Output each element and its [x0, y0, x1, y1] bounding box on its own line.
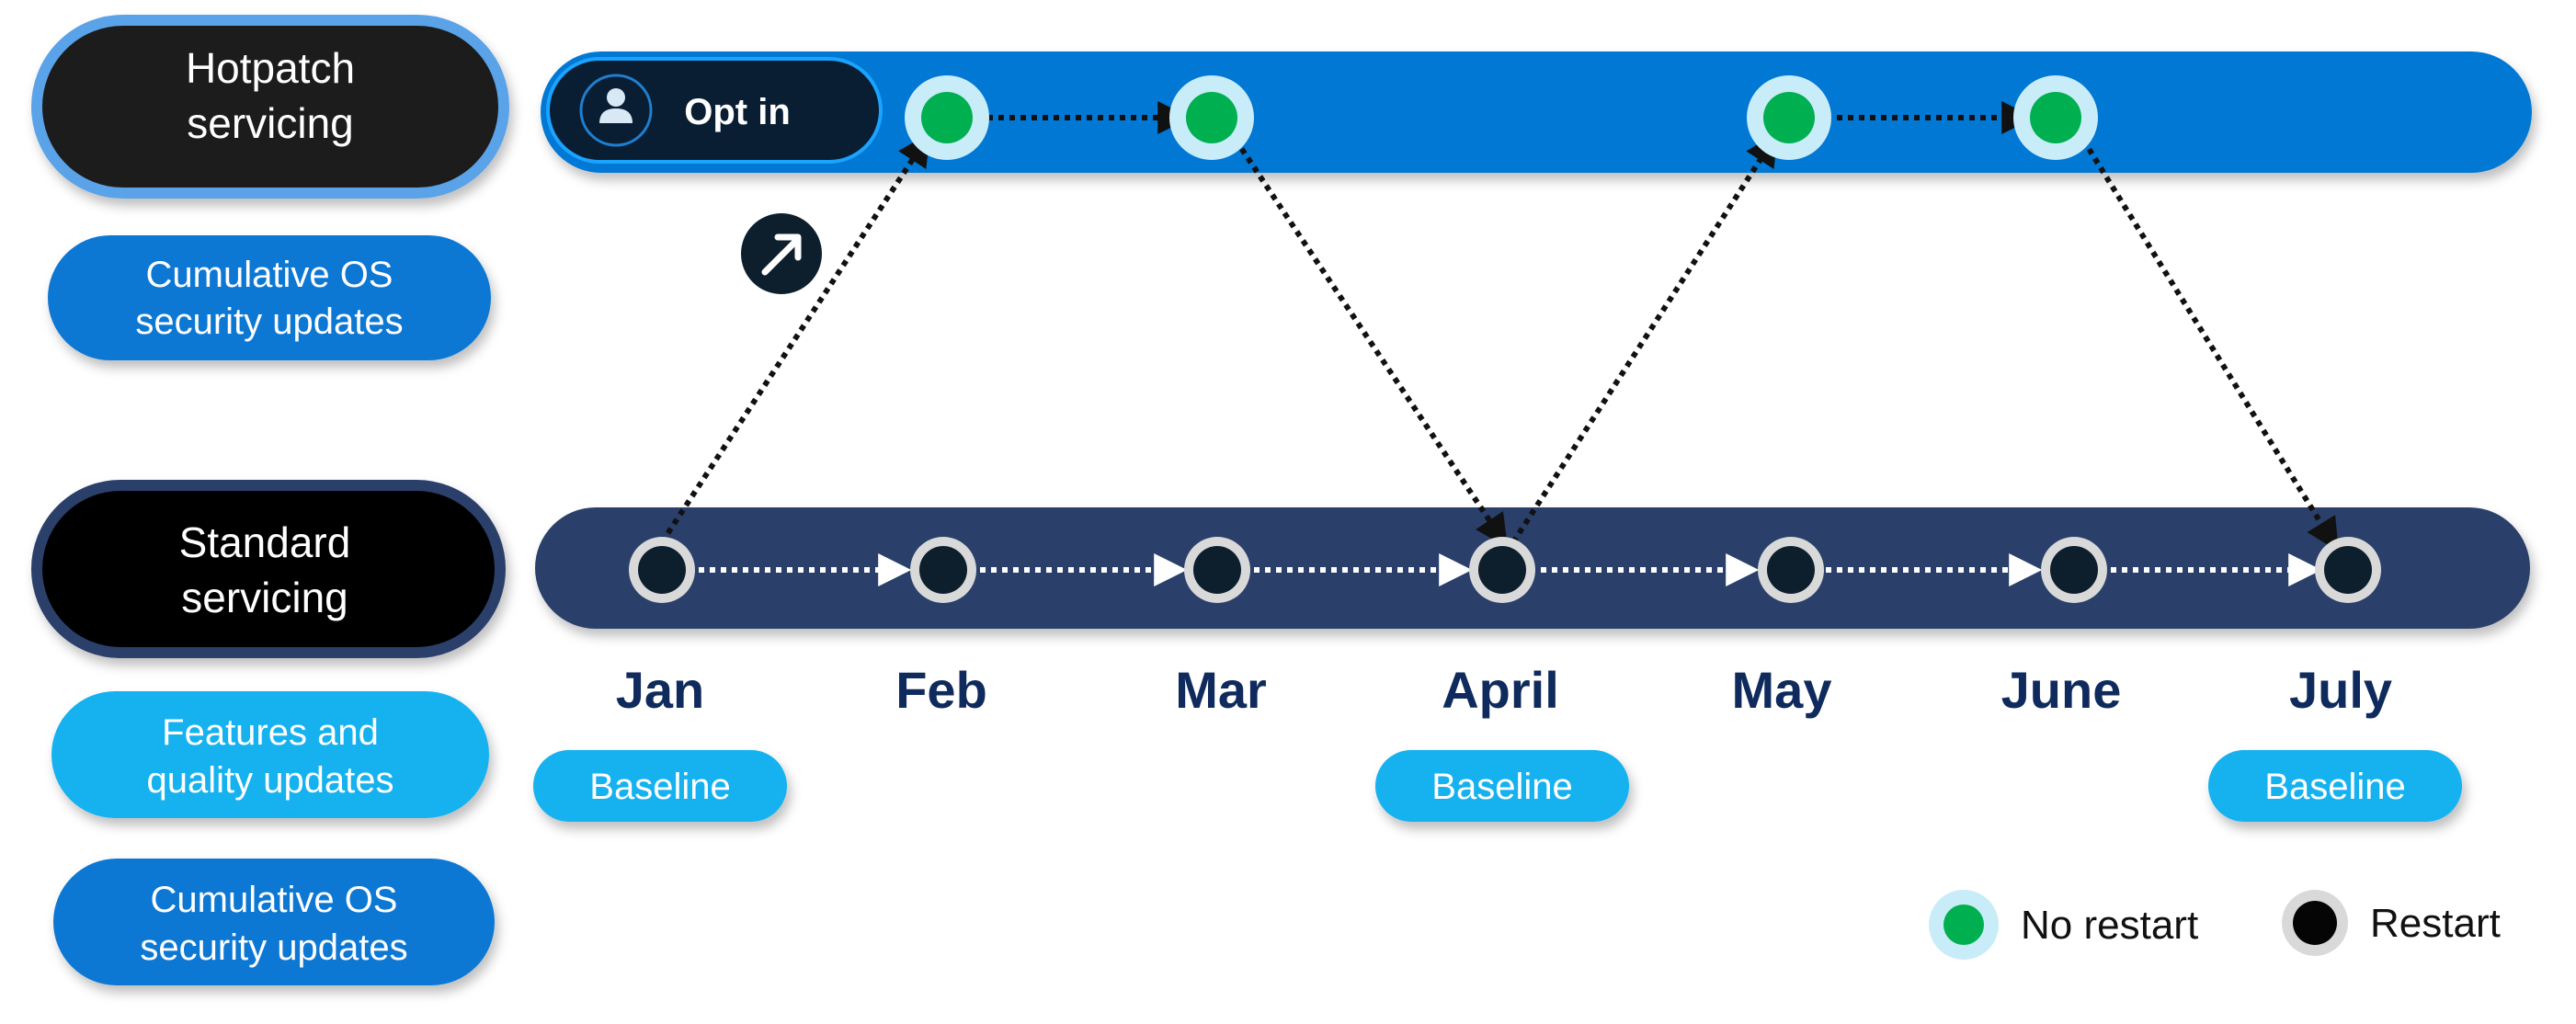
- restart-node-may: [1758, 537, 1824, 603]
- hotpatch-nodes: [905, 75, 2098, 160]
- hotpatch-security-line2: security updates: [135, 302, 403, 342]
- standard-servicing-label: [31, 480, 506, 658]
- month-label-may: May: [1732, 661, 1832, 719]
- standard-label-line1: Standard: [179, 518, 351, 566]
- legend-restart-label: Restart: [2370, 901, 2501, 946]
- no-restart-node-mar: [1169, 75, 1254, 160]
- legend: No restart Restart: [1929, 890, 2501, 960]
- month-label-feb: Feb: [895, 661, 987, 719]
- baseline-label-april: Baseline: [1431, 767, 1572, 807]
- features-line1: Features and: [162, 712, 379, 753]
- standard-security-line1: Cumulative OS: [151, 880, 398, 920]
- hotpatch-servicing-label: [31, 15, 509, 199]
- month-label-mar: Mar: [1175, 661, 1267, 719]
- baseline-label-july: Baseline: [2264, 767, 2405, 807]
- person-icon: [579, 74, 653, 147]
- hotpatch-label-line1: Hotpatch: [186, 44, 355, 92]
- features-line2: quality updates: [146, 760, 393, 801]
- month-label-july: July: [2289, 661, 2392, 719]
- restart-node-feb: [910, 537, 976, 603]
- no-restart-node-may: [1747, 75, 1831, 160]
- standard-security-line2: security updates: [140, 927, 407, 968]
- restart-node-mar: [1184, 537, 1250, 603]
- hotpatch-label-line2: servicing: [187, 99, 354, 147]
- standard-security-pill: [53, 859, 495, 985]
- hotpatch-security-line1: Cumulative OS: [146, 255, 393, 295]
- legend-no-restart-label: No restart: [2021, 903, 2198, 948]
- month-label-june: June: [2001, 661, 2122, 719]
- no-restart-node-feb: [905, 75, 989, 160]
- restart-node-april: [1469, 537, 1535, 603]
- arrow-june-to-july-standard: [2080, 138, 2339, 552]
- legend-restart-swatch: [2282, 890, 2348, 956]
- standard-nodes: [629, 537, 2381, 603]
- baseline-pill-jan: Baseline: [533, 750, 787, 822]
- restart-node-july: [2315, 537, 2381, 603]
- no-restart-node-june: [2013, 75, 2098, 160]
- month-label-april: April: [1442, 661, 1559, 719]
- restart-node-jan: [629, 537, 695, 603]
- hotpatch-security-pill: [48, 235, 491, 360]
- opt-in-label: Opt in: [684, 92, 791, 132]
- arrow-jan-to-feb-hotpatch: [659, 131, 930, 544]
- baseline-pill-july: Baseline: [2208, 750, 2462, 822]
- arrow-up-right-icon: [741, 213, 822, 294]
- arrow-mar-to-april-standard: [1233, 138, 1508, 548]
- standard-label-line2: servicing: [181, 574, 348, 621]
- features-quality-pill: [51, 691, 489, 818]
- baseline-label-jan: Baseline: [589, 767, 730, 807]
- legend-no-restart-swatch: [1929, 890, 1999, 960]
- arrow-april-to-may-hotpatch: [1510, 131, 1778, 544]
- cross-lane-arrows: [659, 131, 2339, 552]
- month-label-jan: Jan: [616, 661, 705, 719]
- month-labels: Jan Feb Mar April May June July: [616, 661, 2392, 719]
- baseline-pill-april: Baseline: [1375, 750, 1629, 822]
- restart-node-june: [2041, 537, 2107, 603]
